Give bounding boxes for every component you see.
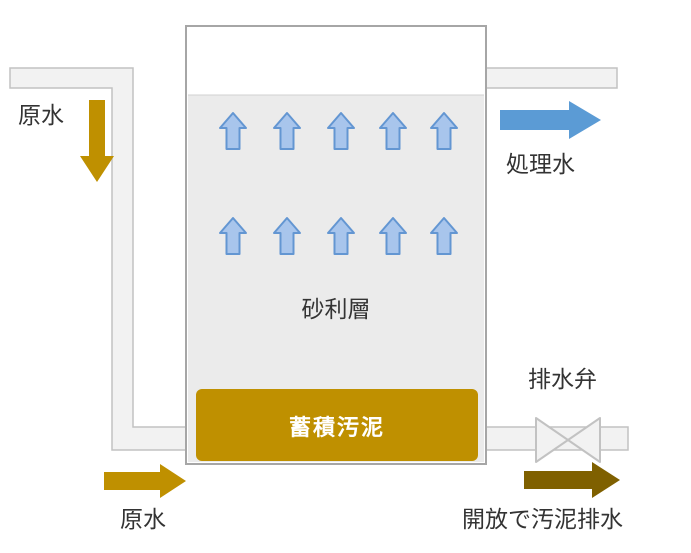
- gravel-layer-label: 砂利層: [301, 296, 371, 322]
- treated-water-label: 処理水: [506, 151, 575, 177]
- treated-water-arrow-icon: [500, 101, 601, 139]
- drain-valve-icon: [535, 417, 601, 463]
- open-sludge-drain-label: 開放で汚泥排水: [462, 506, 623, 532]
- sludge-layer: [196, 389, 478, 461]
- outlet-pipe: [485, 67, 618, 89]
- drain-valve-label: 排水弁: [528, 366, 597, 392]
- raw-water-top-label: 原水: [18, 102, 64, 128]
- sludge-drain-arrow-icon: [524, 462, 620, 498]
- raw-water-bottom-label: 原水: [120, 506, 166, 532]
- accumulated-sludge-label: 蓄積汚泥: [288, 415, 385, 440]
- raw-water-in-arrow-icon: [104, 464, 186, 498]
- raw-water-down-arrow-icon: [80, 100, 114, 182]
